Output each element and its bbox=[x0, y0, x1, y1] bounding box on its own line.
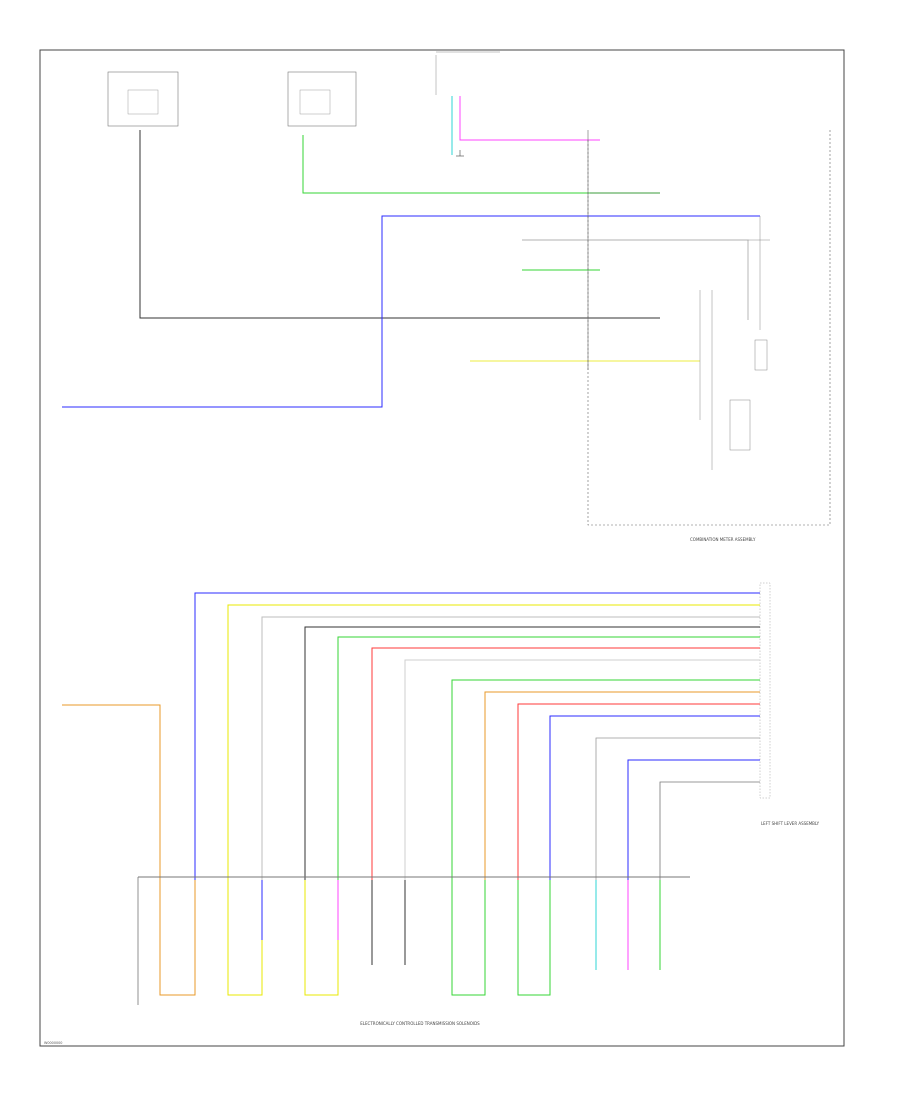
wire-gray-3 bbox=[659, 781, 760, 880]
solenoid-loop-orange bbox=[159, 880, 196, 996]
wire-green-top bbox=[302, 135, 660, 194]
wire-gray-1 bbox=[261, 616, 760, 880]
fuse-box-2 bbox=[287, 71, 357, 127]
ground-symbol-icon bbox=[456, 150, 464, 157]
solenoid-loop-yellow bbox=[227, 880, 263, 996]
solenoid-loop-green bbox=[451, 880, 486, 996]
combination-meter-box: COMBINATION METER ASSEMBLY bbox=[587, 130, 831, 542]
diagram-code: W0000000 bbox=[44, 1041, 62, 1045]
shift-lever-connector: LEFT SHIFT LEVER ASSEMBLY bbox=[759, 582, 820, 826]
wire-red-1 bbox=[371, 647, 760, 880]
wire-blue-top bbox=[62, 215, 760, 408]
wire-blue-1 bbox=[194, 592, 760, 880]
wire-green-1 bbox=[337, 636, 760, 880]
diagram-frame bbox=[39, 49, 845, 1047]
solenoid-loop-yellow-2 bbox=[304, 880, 339, 996]
wire-gray-2 bbox=[595, 737, 760, 880]
transmission-label: ELECTRONICALLY CONTROLLED TRANSMISSION S… bbox=[360, 1021, 480, 1026]
wire-black-top bbox=[139, 130, 660, 319]
wire-orange-left bbox=[62, 704, 161, 880]
wire-green-2 bbox=[451, 679, 760, 880]
wire-red-2 bbox=[517, 703, 760, 880]
shift-lever-label: LEFT SHIFT LEVER ASSEMBLY bbox=[761, 821, 820, 826]
combination-meter-label: COMBINATION METER ASSEMBLY bbox=[690, 537, 756, 542]
wire-gray-mid bbox=[522, 239, 749, 320]
solenoid-loop-green-2 bbox=[517, 880, 551, 996]
wire-blue-2 bbox=[549, 715, 760, 880]
wire-yellow-1 bbox=[227, 604, 760, 880]
wire-black-1 bbox=[304, 626, 760, 880]
wire-white-1 bbox=[404, 659, 760, 880]
fuse-box-1 bbox=[107, 71, 179, 127]
pink-connector bbox=[435, 51, 500, 95]
wire-pink-top bbox=[459, 96, 600, 141]
wire-blue-3 bbox=[627, 759, 760, 880]
wire-orange-1 bbox=[484, 691, 760, 880]
